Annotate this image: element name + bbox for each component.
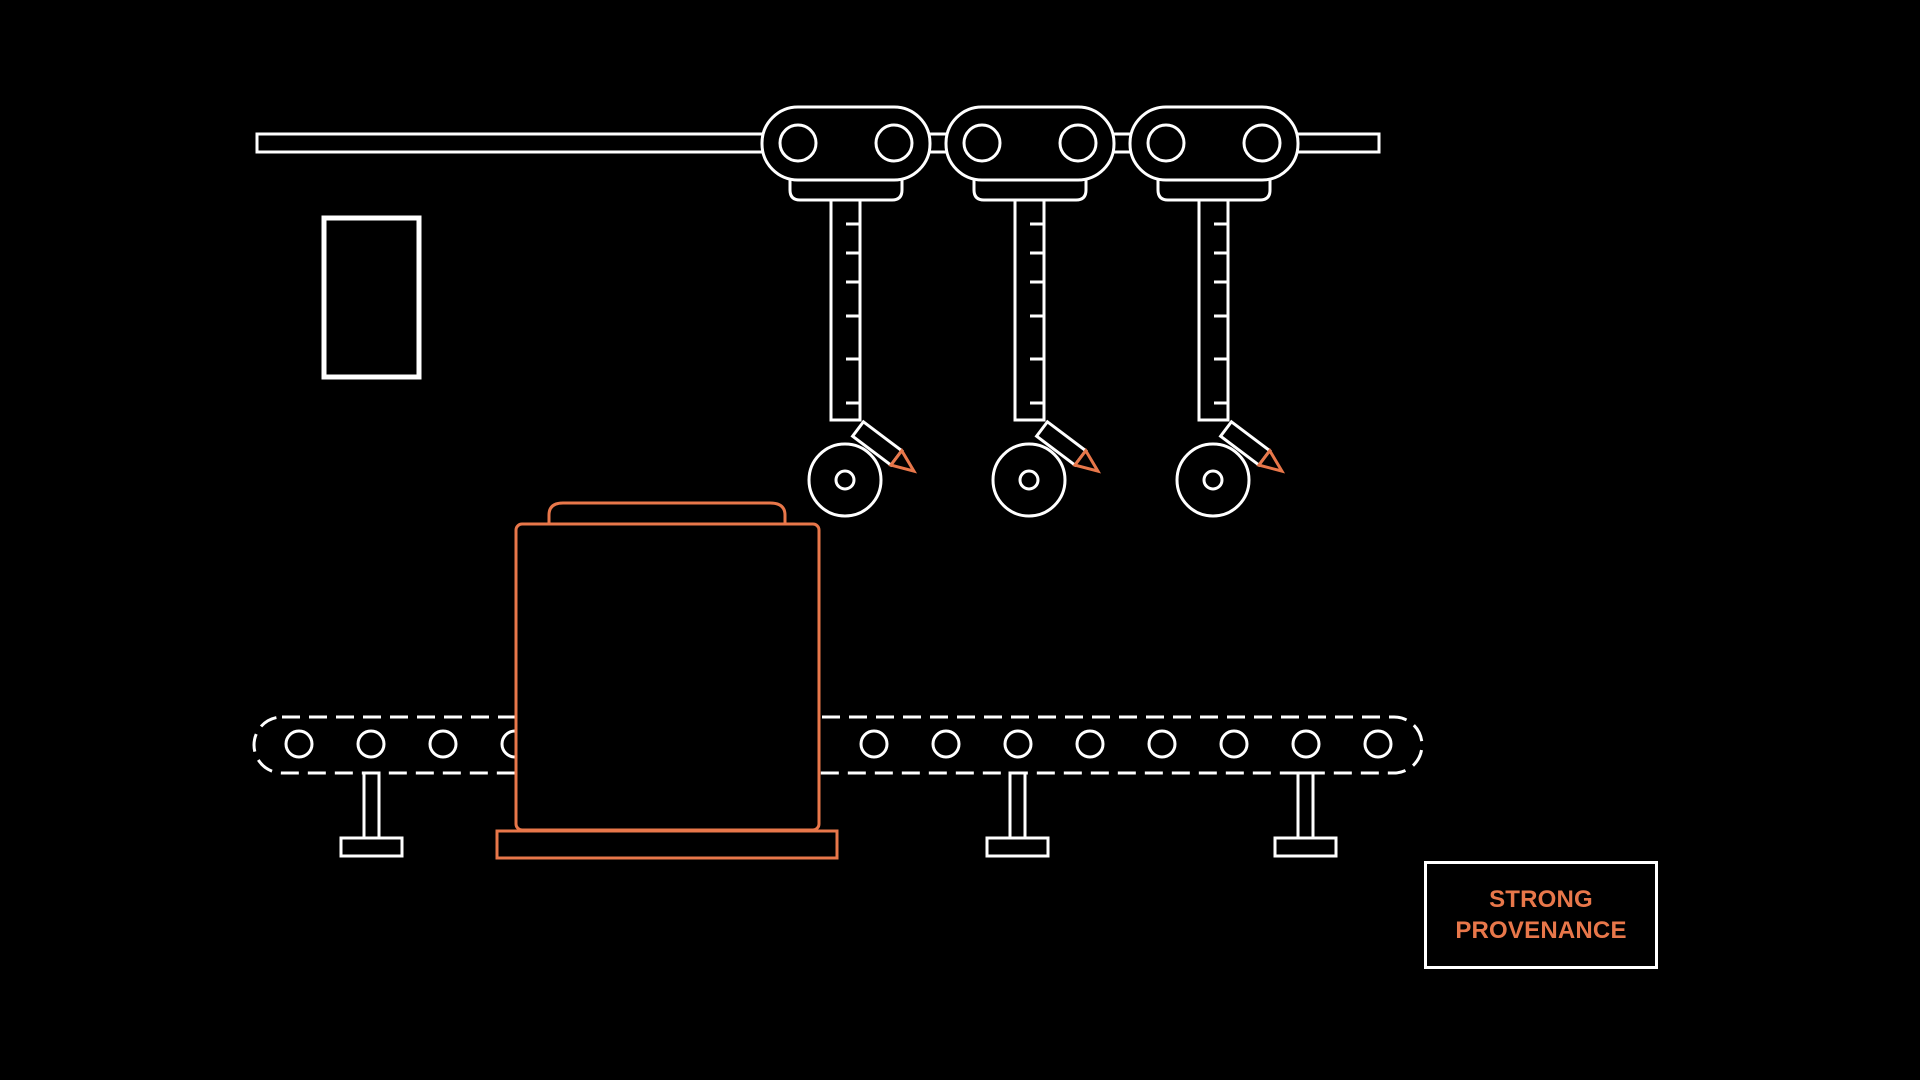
label-line-2: PROVENANCE (1455, 917, 1627, 944)
crate-icon (495, 501, 839, 860)
shaft-ticks (846, 222, 860, 405)
arm-wheel (991, 442, 1067, 518)
arm-shaft (829, 198, 862, 422)
arm-mount (972, 180, 1088, 202)
crate-base (495, 829, 839, 860)
arm-wheel-hub (1018, 469, 1040, 491)
shaft-ticks (1030, 222, 1044, 405)
arm-wheel (1175, 442, 1251, 518)
arm-carriage (944, 105, 1116, 182)
arm-wheel (807, 442, 883, 518)
carriage-wheel (874, 123, 914, 163)
crate-lid (547, 501, 787, 524)
conveyor-belt-outline (252, 715, 1424, 775)
carriage-wheel (778, 123, 818, 163)
arm-wheel-hub (1202, 469, 1224, 491)
robot-arm-1 (760, 105, 932, 518)
arm-shaft (1197, 198, 1230, 422)
arm-carriage (760, 105, 932, 182)
carriage-wheel (1242, 123, 1282, 163)
blank-frame-icon (321, 215, 422, 380)
arm-mount (788, 180, 904, 202)
carriage-wheel (1058, 123, 1098, 163)
conveyor-legs (339, 771, 1338, 858)
label-line-1: STRONG (1489, 886, 1593, 913)
shaft-ticks (1214, 222, 1228, 405)
carriage-wheel (1146, 123, 1186, 163)
pencil-icon (1034, 419, 1102, 474)
pencil-icon (850, 419, 918, 474)
robot-arm-2 (944, 105, 1116, 518)
arm-carriage (1128, 105, 1300, 182)
arm-wheel-hub (834, 469, 856, 491)
carriage-wheel (962, 123, 1002, 163)
pencil-icon (1218, 419, 1286, 474)
conveyor-rollers (284, 729, 1393, 759)
crate-body (514, 522, 821, 832)
robot-arm-3 (1128, 105, 1300, 518)
conveyor-belt-icon (252, 715, 1424, 858)
arm-mount (1156, 180, 1272, 202)
arm-shaft (1013, 198, 1046, 422)
strong-provenance-label: STRONG PROVENANCE (1424, 861, 1658, 969)
